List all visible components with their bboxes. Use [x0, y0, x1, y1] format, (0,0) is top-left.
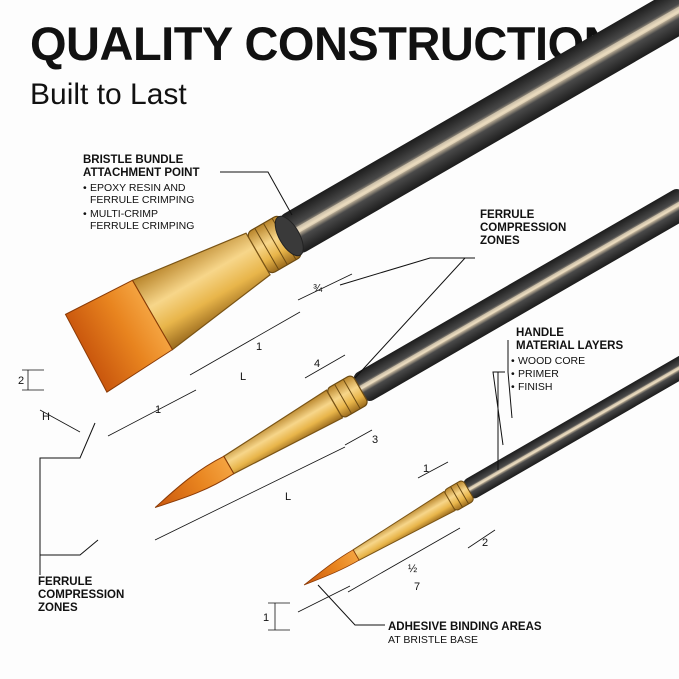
leader-lines: [39, 171, 513, 626]
dim-flat-f: H: [42, 411, 50, 423]
flat-brush: [64, 0, 679, 393]
dim-flat-e: 2: [18, 375, 24, 387]
callout-bristle-bundle: BRISTLE BUNDLE ATTACHMENT POINT • EPOXY …: [83, 154, 199, 232]
callout-heading-line: COMPRESSION: [480, 222, 566, 234]
bullet-glyph: •: [83, 182, 87, 194]
callout-heading-line: ADHESIVE BINDING AREAS: [388, 621, 542, 633]
dim-small-e: 1: [263, 612, 269, 624]
callout-handle-layers: HANDLE MATERIAL LAYERS • WOOD CORE • PRI…: [511, 327, 623, 393]
bullet-glyph: •: [511, 355, 515, 367]
dim-round-b: 3: [372, 434, 378, 446]
callout-item: PRIMER: [518, 368, 559, 380]
callout-item: WOOD CORE: [518, 355, 585, 367]
dim-round-a: 4: [314, 358, 320, 370]
small-brush-bristles: [303, 549, 360, 586]
callout-item: FERRULE CRIMPING: [90, 220, 194, 232]
callout-adhesive: ADHESIVE BINDING AREAS AT BRISTLE BASE: [388, 621, 542, 646]
callout-heading-line: BRISTLE BUNDLE: [83, 154, 184, 166]
dim-small-d: 7: [414, 581, 420, 593]
round-brush: [154, 189, 679, 508]
bullet-glyph: •: [83, 208, 87, 220]
flat-brush-bristles: [64, 279, 174, 393]
dim-small-b: 2: [482, 537, 488, 549]
callout-item: FERRULE CRIMPING: [90, 194, 194, 206]
small-brush: [303, 333, 679, 586]
bullet-glyph: •: [511, 368, 515, 380]
callout-subtext: AT BRISTLE BASE: [388, 634, 478, 646]
callout-heading-line: MATERIAL LAYERS: [516, 340, 623, 352]
callout-item: MULTI-CRIMP: [90, 208, 158, 220]
callout-heading-line: HANDLE: [516, 327, 564, 339]
round-brush-bristles: [154, 455, 235, 508]
callout-ferrule-bottom: FERRULE COMPRESSION ZONES: [38, 576, 124, 614]
callout-heading-line: FERRULE: [480, 209, 535, 221]
dim-flat-d: 1: [155, 404, 161, 416]
small-brush-ferrule: [352, 490, 456, 561]
callout-heading-line: ZONES: [480, 235, 520, 247]
callout-ferrule-top: FERRULE COMPRESSION ZONES: [480, 209, 566, 247]
callout-heading-line: ATTACHMENT POINT: [83, 167, 199, 179]
dimension-lines: [22, 273, 496, 631]
dim-flat-b: 1: [256, 341, 262, 353]
callout-item: FINISH: [518, 381, 552, 393]
page-subtitle: Built to Last: [30, 78, 187, 111]
callout-heading-line: ZONES: [38, 602, 78, 614]
callout-item: EPOXY RESIN AND: [90, 182, 186, 194]
dim-small-c: ½: [408, 563, 417, 575]
bullet-glyph: •: [511, 381, 515, 393]
page-title: QUALITY CONSTRUCTION: [30, 17, 618, 70]
callout-heading-line: FERRULE: [38, 576, 93, 588]
dim-small-a: 1: [423, 463, 429, 475]
round-brush-ferrule: [222, 389, 344, 475]
callout-heading-line: COMPRESSION: [38, 589, 124, 601]
dim-round-c: L: [285, 491, 291, 503]
dim-flat-c: L: [240, 371, 246, 383]
dim-flat-a: ¾: [313, 283, 323, 295]
